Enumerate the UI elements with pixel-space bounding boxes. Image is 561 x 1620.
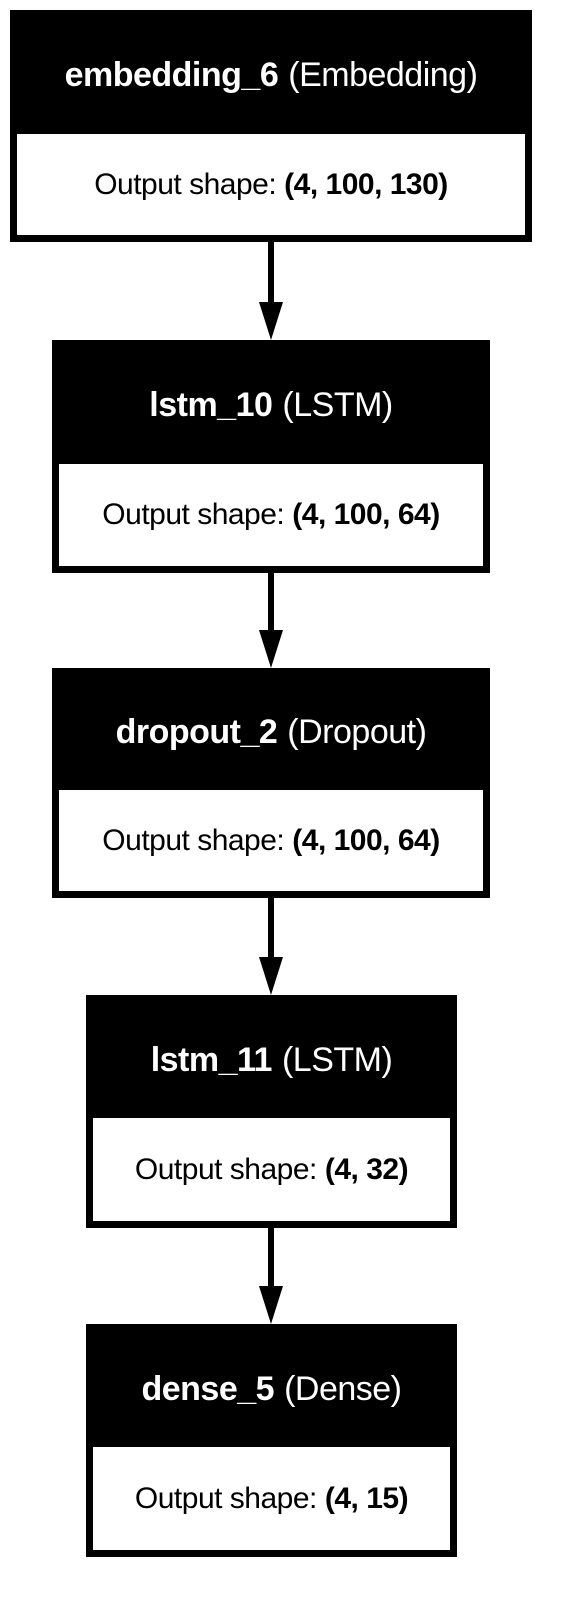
output-shape-label: Output shape: xyxy=(102,498,285,531)
layer-node-output: Output shape: (4, 100, 64) xyxy=(59,464,483,566)
layer-name: lstm_11 xyxy=(150,1040,273,1079)
output-shape-value: (4, 100, 64) xyxy=(292,823,440,857)
layer-type: (Dropout) xyxy=(287,713,427,751)
layer-node-lstm-11: lstm_11 (LSTM) Output shape: (4, 32) xyxy=(86,995,457,1228)
layer-node-output: Output shape: (4, 32) xyxy=(93,1118,450,1221)
output-shape-label: Output shape: xyxy=(134,1152,317,1186)
layer-node-lstm-10: lstm_10 (LSTM) Output shape: (4, 100, 64… xyxy=(52,340,490,573)
layer-type: (Dense) xyxy=(284,1369,402,1408)
edge-lstm-10-to-dropout xyxy=(259,573,283,668)
layer-node-dropout: dropout_2 (Dropout) Output shape: (4, 10… xyxy=(52,668,490,898)
output-shape-label: Output shape: xyxy=(102,823,285,857)
edge-embedding-to-lstm-10 xyxy=(259,242,283,340)
layer-node-embedding: embedding_6 (Embedding) Output shape: (4… xyxy=(10,10,532,242)
layer-type: (LSTM) xyxy=(281,1040,393,1079)
output-shape-value: (4, 100, 130) xyxy=(284,167,448,201)
output-shape-value: (4, 100, 64) xyxy=(292,498,440,531)
layer-node-output: Output shape: (4, 15) xyxy=(93,1447,450,1550)
layer-node-output: Output shape: (4, 100, 64) xyxy=(59,790,483,891)
arrowhead-icon xyxy=(259,302,283,340)
layer-node-output: Output shape: (4, 100, 130) xyxy=(17,134,525,235)
layer-name: lstm_10 xyxy=(149,386,273,424)
layer-node-dense: dense_5 (Dense) Output shape: (4, 15) xyxy=(86,1324,457,1557)
layer-node-header: dense_5 (Dense) xyxy=(93,1331,450,1447)
layer-name: dense_5 xyxy=(141,1369,275,1408)
layer-node-header: lstm_10 (LSTM) xyxy=(59,347,483,464)
output-shape-label: Output shape: xyxy=(134,1481,317,1515)
layer-node-header: embedding_6 (Embedding) xyxy=(17,17,525,134)
layer-name: dropout_2 xyxy=(115,713,278,751)
layer-node-header: dropout_2 (Dropout) xyxy=(59,675,483,790)
arrowhead-icon xyxy=(259,1286,283,1324)
layer-type: (LSTM) xyxy=(282,386,393,424)
edge-dropout-to-lstm-11 xyxy=(259,898,283,995)
arrowhead-icon xyxy=(259,957,283,995)
output-shape-value: (4, 15) xyxy=(324,1481,409,1515)
layer-name: embedding_6 xyxy=(64,56,279,94)
layer-type: (Embedding) xyxy=(288,56,478,94)
edge-lstm-11-to-dense xyxy=(259,1228,283,1324)
arrowhead-icon xyxy=(259,630,283,668)
output-shape-value: (4, 32) xyxy=(324,1152,409,1186)
layer-node-header: lstm_11 (LSTM) xyxy=(93,1002,450,1118)
output-shape-label: Output shape: xyxy=(94,167,277,201)
